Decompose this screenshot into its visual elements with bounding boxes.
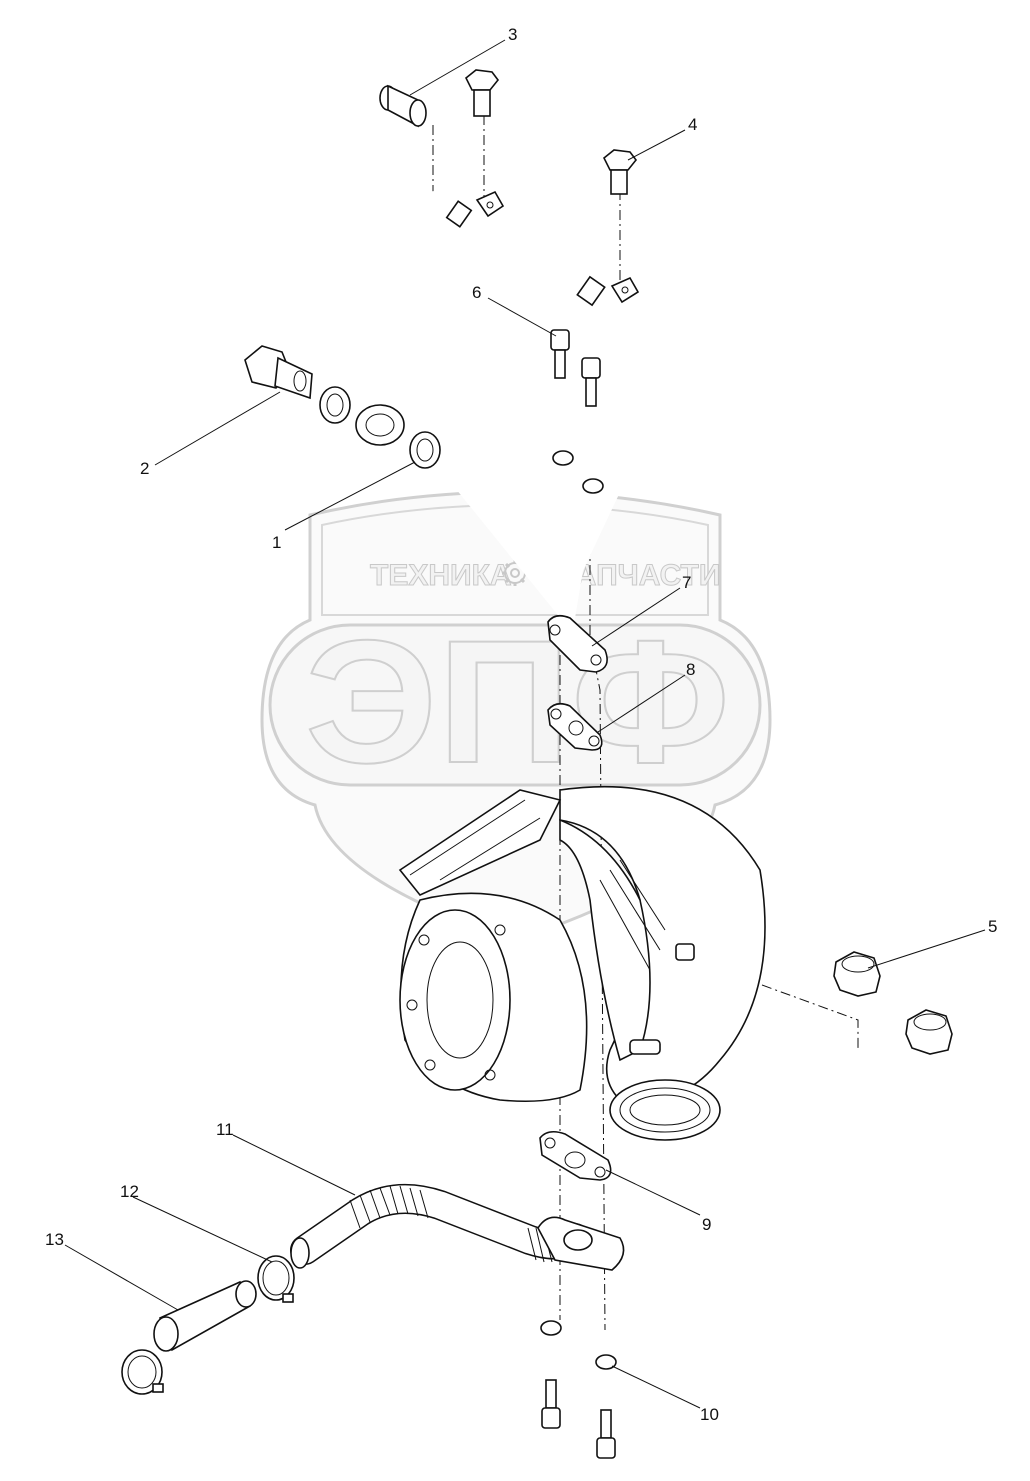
callout-2: 2 [140, 459, 149, 478]
part-4-bolt [602, 149, 638, 195]
part-3-bolt [464, 69, 500, 117]
callout-3: 3 [508, 25, 517, 44]
part-3-sleeve [379, 84, 427, 128]
part-10-screws [540, 1320, 617, 1459]
callout-9: 9 [702, 1215, 711, 1234]
callout-13: 13 [45, 1230, 64, 1249]
part-13-sleeve [121, 1280, 257, 1395]
callout-12: 12 [120, 1182, 139, 1201]
callout-5: 5 [988, 917, 997, 936]
part-6-screws [550, 329, 604, 494]
callout-1: 1 [272, 533, 281, 552]
callout-6: 6 [472, 283, 481, 302]
watermark: ТЕХНИКА ЗАПЧАСТИ ЭПФ [260, 490, 772, 942]
part-7-flange [547, 614, 608, 673]
callout-10: 10 [700, 1405, 719, 1424]
callout-4: 4 [688, 115, 697, 134]
part-1-washers [319, 386, 441, 469]
watermark-logo-text: ЭПФ [305, 605, 730, 800]
callout-11: 11 [216, 1120, 234, 1139]
part-12-clamp [257, 1255, 295, 1303]
part-11-drain-hose [290, 1183, 625, 1271]
part-2-banjo-bolt [244, 345, 313, 400]
part-5-nuts [833, 951, 953, 1055]
callout-8: 8 [686, 660, 695, 679]
callout-labels: 1 2 3 4 5 6 7 8 9 10 11 12 13 [45, 25, 997, 1424]
part-9-gasket [539, 1130, 612, 1181]
callout-7: 7 [682, 573, 691, 592]
leader-lines [64, 39, 986, 1409]
watermark-left-text: ТЕХНИКА [370, 559, 512, 592]
watermark-logo-band [268, 623, 762, 787]
turbocharger [398, 785, 766, 1141]
part-8-gasket [547, 702, 603, 751]
oil-feed-pipe [355, 190, 683, 631]
